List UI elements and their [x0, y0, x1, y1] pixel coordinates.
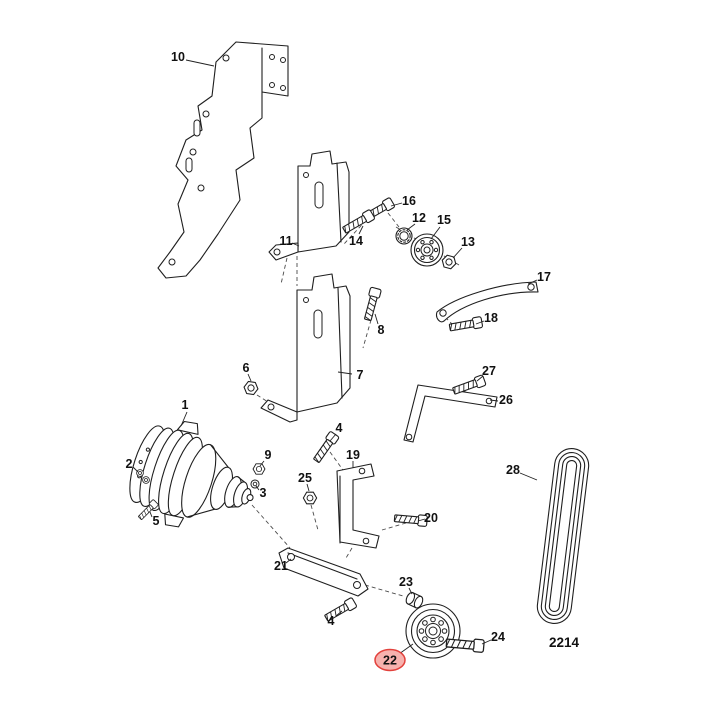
callout-18: 18: [484, 311, 498, 325]
part-8-screw: [361, 286, 382, 322]
part-9-bolt: [252, 463, 266, 475]
callout-25: 25: [298, 471, 312, 485]
callout-4a: 4: [336, 421, 343, 435]
callout-19: 19: [346, 448, 360, 462]
callout-28: 28: [506, 463, 520, 477]
callout-2: 2: [126, 457, 133, 471]
part-11-bracket: [268, 150, 350, 261]
callout-4b: 4: [328, 614, 335, 628]
callout-11: 11: [279, 234, 292, 248]
part-10-upper-bracket: [157, 41, 289, 279]
part-25-nut: [302, 491, 318, 505]
part-18-screw: [448, 315, 484, 334]
part-6-nut: [242, 380, 260, 396]
callout-3: 3: [260, 486, 267, 500]
highlight-balloon-ring: [374, 648, 406, 672]
part-1-alternator: [129, 420, 254, 528]
callout-9: 9: [265, 448, 272, 462]
part-22-pulley: [405, 603, 461, 659]
part-12-spacer: [395, 227, 413, 245]
callout-23: 23: [399, 575, 413, 589]
callout-13: 13: [461, 235, 475, 249]
callout-17: 17: [537, 270, 551, 284]
part-3-washer: [250, 479, 260, 489]
callout-22[interactable]: 22: [383, 654, 397, 668]
callout-1: 1: [182, 398, 189, 412]
callout-20: 20: [424, 511, 438, 525]
part-7-bracket: [260, 273, 351, 423]
callout-15: 15: [437, 213, 451, 227]
callout-26: 26: [499, 393, 513, 407]
part-15-pulley: [410, 233, 444, 267]
callout-24: 24: [491, 630, 505, 644]
callout-10: 10: [171, 50, 185, 64]
callout-8: 8: [378, 323, 385, 337]
part-21-brace: [278, 547, 369, 597]
highlight-balloon[interactable]: [375, 649, 405, 671]
part-19-bracket: [336, 463, 380, 549]
highlighted-callout-22[interactable]: 22: [374, 648, 406, 672]
callout-27: 27: [482, 364, 496, 378]
callout-7: 7: [357, 368, 364, 382]
callout-labels: 10 11 16 14 12 15 13 17 18 8 7 27 26 6 1…: [126, 50, 580, 650]
part-26-strap: [403, 384, 498, 443]
callout-12: 12: [412, 211, 426, 225]
callout-6: 6: [243, 361, 250, 375]
part-17-strap: [436, 281, 539, 323]
callout-5: 5: [153, 514, 160, 528]
callout-21: 21: [274, 559, 288, 573]
figure-number: 2214: [549, 635, 580, 650]
part-28-belt: [536, 447, 590, 625]
callout-16: 16: [402, 194, 416, 208]
callout-14: 14: [349, 234, 363, 248]
part-23-bushing: [405, 591, 424, 609]
